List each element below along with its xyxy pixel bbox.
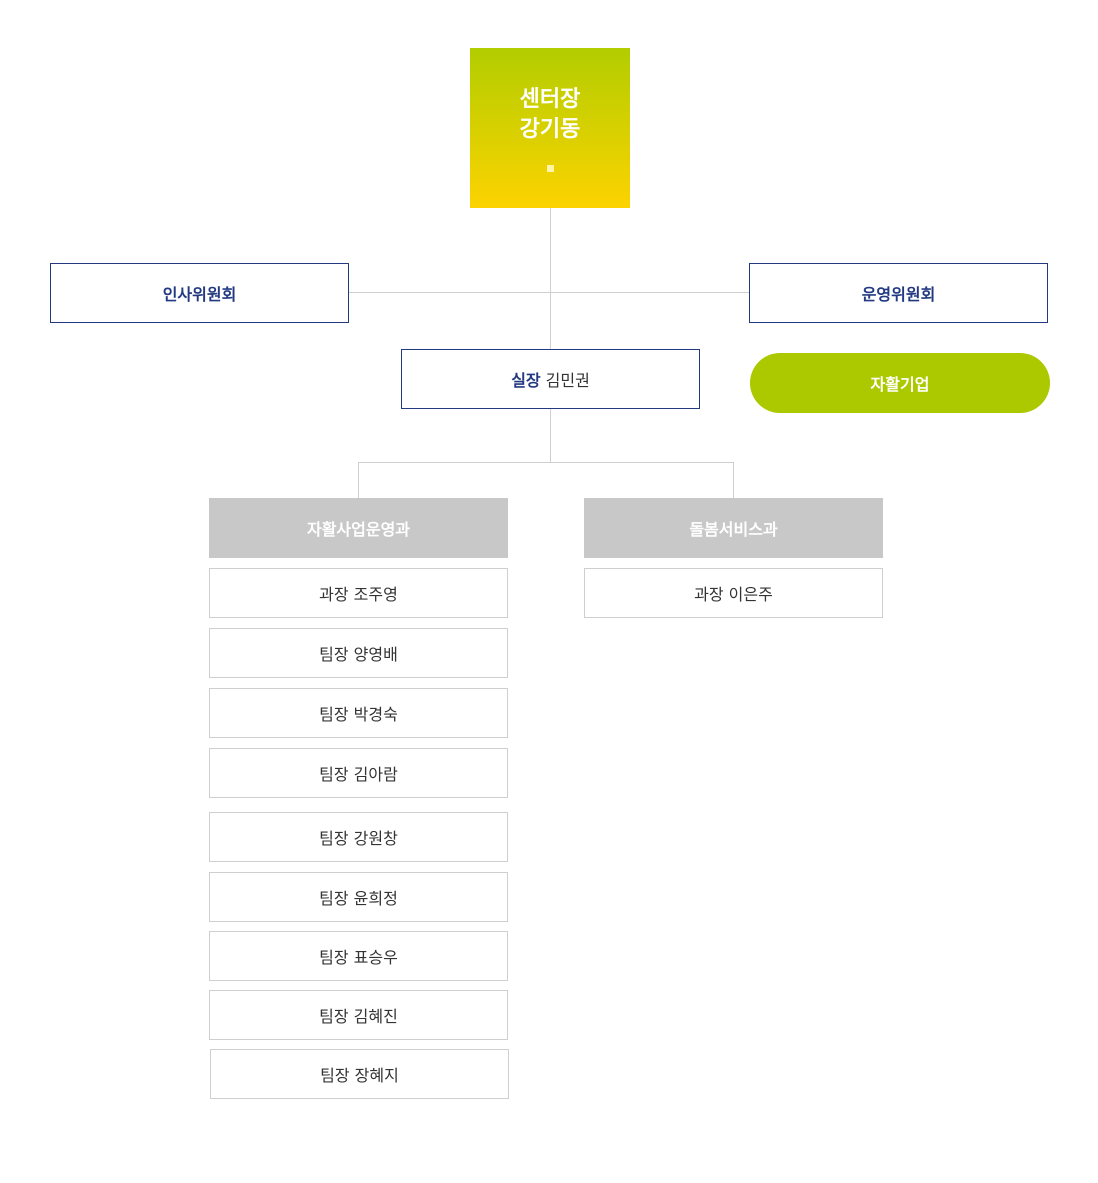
- member-label: 과장 조주영: [319, 585, 398, 604]
- connector-dept-left-vertical: [358, 462, 359, 498]
- member-box: 팀장 표승우: [209, 931, 508, 981]
- member-box: 팀장 김아람: [209, 748, 508, 798]
- chief-box: 실장 김민권: [401, 349, 700, 409]
- member-box: 팀장 양영배: [209, 628, 508, 678]
- operations-committee-box: 운영위원회: [749, 263, 1048, 323]
- member-label: 팀장 양영배: [319, 645, 398, 664]
- member-label: 팀장 강원창: [319, 829, 398, 848]
- member-label: 팀장 장혜지: [320, 1066, 399, 1085]
- member-label: 팀장 윤희정: [319, 889, 398, 908]
- member-box: 과장 조주영: [209, 568, 508, 618]
- connector-chief-vertical: [550, 409, 551, 462]
- member-box: 팀장 장혜지: [210, 1049, 509, 1099]
- dept-box-care-service: 돌봄서비스과: [584, 498, 883, 558]
- director-box: 센터장 강기동: [470, 48, 630, 208]
- dept-box-self-sufficiency: 자활사업운영과: [209, 498, 508, 558]
- operations-committee-label: 운영위원회: [861, 285, 936, 304]
- connector-director-vertical: [550, 208, 551, 349]
- enterprise-label: 자활기업: [870, 375, 930, 394]
- connector-departments-horizontal: [358, 462, 734, 463]
- hr-committee-box: 인사위원회: [50, 263, 349, 323]
- connector-committees-horizontal: [349, 292, 750, 293]
- director-title: 센터장: [519, 86, 581, 112]
- director-name: 강기동: [519, 116, 581, 142]
- member-box: 팀장 윤희정: [209, 872, 508, 922]
- member-box: 팀장 김혜진: [209, 990, 508, 1040]
- member-box: 과장 이은주: [584, 568, 883, 618]
- member-label: 팀장 김혜진: [319, 1007, 398, 1026]
- member-label: 팀장 김아람: [319, 765, 398, 784]
- director-dot-decoration: [546, 164, 554, 172]
- chief-name: 김민권: [545, 371, 590, 390]
- member-label: 팀장 표승우: [319, 948, 398, 967]
- dept-label: 자활사업운영과: [306, 520, 411, 539]
- member-box: 팀장 박경숙: [209, 688, 508, 738]
- hr-committee-label: 인사위원회: [162, 285, 237, 304]
- chief-title: 실장: [511, 371, 541, 390]
- member-label: 과장 이은주: [694, 585, 773, 604]
- member-label: 팀장 박경숙: [319, 705, 398, 724]
- connector-dept-right-vertical: [733, 462, 734, 498]
- self-sufficiency-enterprise-pill: 자활기업: [750, 353, 1050, 413]
- dept-label: 돌봄서비스과: [689, 520, 778, 539]
- member-box: 팀장 강원창: [209, 812, 508, 862]
